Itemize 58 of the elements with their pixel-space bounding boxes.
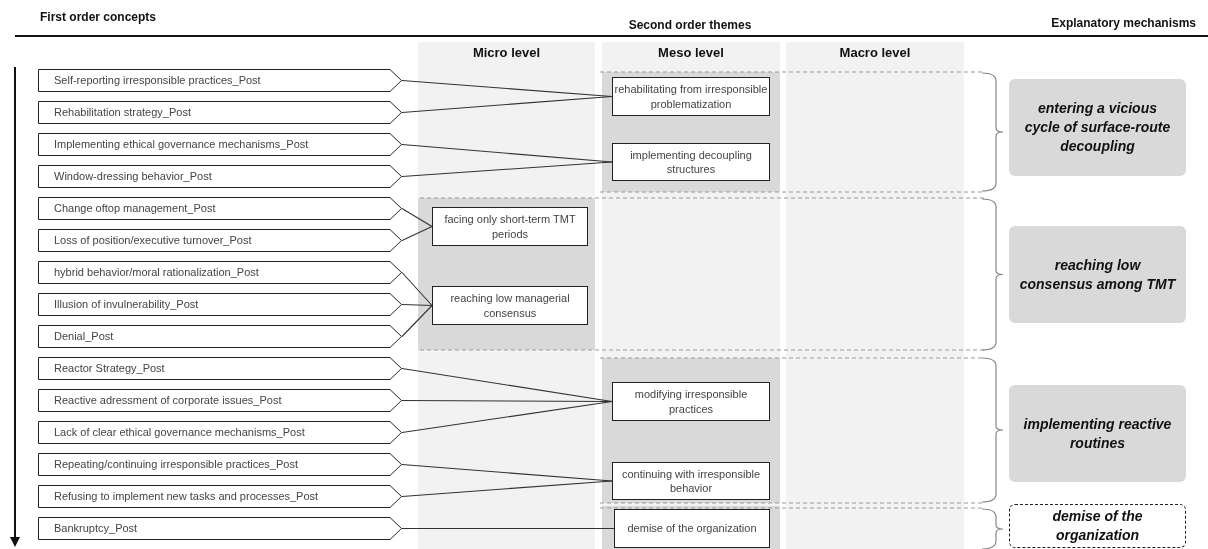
connector-line <box>401 143 613 163</box>
node-text: Rehabilitation strategy_Post <box>53 105 192 120</box>
node-text: Self-reporting irresponsible practices_Post <box>53 73 262 88</box>
connector-line <box>401 304 433 338</box>
theme-box <box>612 462 770 500</box>
node-text: facing only short-term TMT periods <box>443 212 577 241</box>
node-text: Refusing to implement new tasks and processes_Post <box>53 489 320 504</box>
node-text: Illusion of invulnerability_Post <box>53 297 200 312</box>
theme-box <box>612 382 770 421</box>
node-text: hybrid behavior/moral rationalization_Post <box>53 265 260 280</box>
node-text: Window-dressing behavior_Post <box>53 169 213 184</box>
node-text: continuing with irresponsible behavior <box>620 466 762 496</box>
node-text: rehabilitating from irresponsible problematization <box>613 82 769 111</box>
mechanism-box <box>1009 226 1186 323</box>
level-column <box>786 42 964 549</box>
node-text: Reactive adressment of corporate issues_Post <box>53 393 283 408</box>
connector-line <box>401 207 433 228</box>
node-text: Bankruptcy_Post <box>53 521 139 536</box>
node-text: demise of the organization <box>626 521 758 536</box>
column-heading: Second order themes <box>628 18 752 32</box>
column-heading: First order concepts <box>40 10 157 24</box>
mechanism-box <box>1009 385 1186 482</box>
connector-line <box>401 400 613 434</box>
node-text: Lack of clear ethical governance mechanisms_Post <box>53 425 306 440</box>
node-text: Loss of position/executive turnover_Post <box>53 233 253 248</box>
level-heading: Micro level <box>471 44 542 60</box>
connector-line <box>401 303 433 307</box>
node-text: reaching low managerial consensus <box>449 291 571 320</box>
theme-box <box>614 509 770 548</box>
level-column <box>602 42 780 549</box>
node-text: Reactor Strategy_Post <box>53 361 166 376</box>
node-text: entering a vicious cycle of surface-route decoupling <box>1023 99 1172 156</box>
connector-line <box>401 271 433 307</box>
node-text: Change oftop management_Post <box>53 201 217 216</box>
connector-line <box>401 463 613 482</box>
connector-line <box>401 161 613 178</box>
mechanism-box <box>1009 79 1186 176</box>
theme-box <box>432 286 588 325</box>
node-text: demise of the organization <box>1051 507 1144 545</box>
node-text: implementing reactive routines <box>1022 414 1173 453</box>
node-text: reaching low consensus among TMT <box>1019 255 1176 294</box>
connector-line <box>401 367 613 403</box>
level-column <box>418 42 595 549</box>
connector-line <box>401 225 433 242</box>
connector-line <box>401 95 613 114</box>
mechanism-box <box>1009 504 1186 548</box>
theme-box <box>612 143 770 181</box>
level-heading: Meso level <box>657 44 725 60</box>
theme-box <box>432 207 588 246</box>
column-heading: Explanatory mechanisms <box>1051 16 1196 30</box>
connector-line <box>401 480 613 498</box>
node-text: Denial_Post <box>53 329 115 344</box>
level-heading: Macro level <box>838 44 912 60</box>
node-text: Implementing ethical governance mechanisms_Post <box>53 137 310 152</box>
node-text: modifying irresponsible practices <box>633 387 749 416</box>
connector-line <box>401 527 615 530</box>
node-text: implementing decoupling structures <box>629 147 753 177</box>
node-text: Repeating/continuing irresponsible practices_Post <box>53 457 299 472</box>
